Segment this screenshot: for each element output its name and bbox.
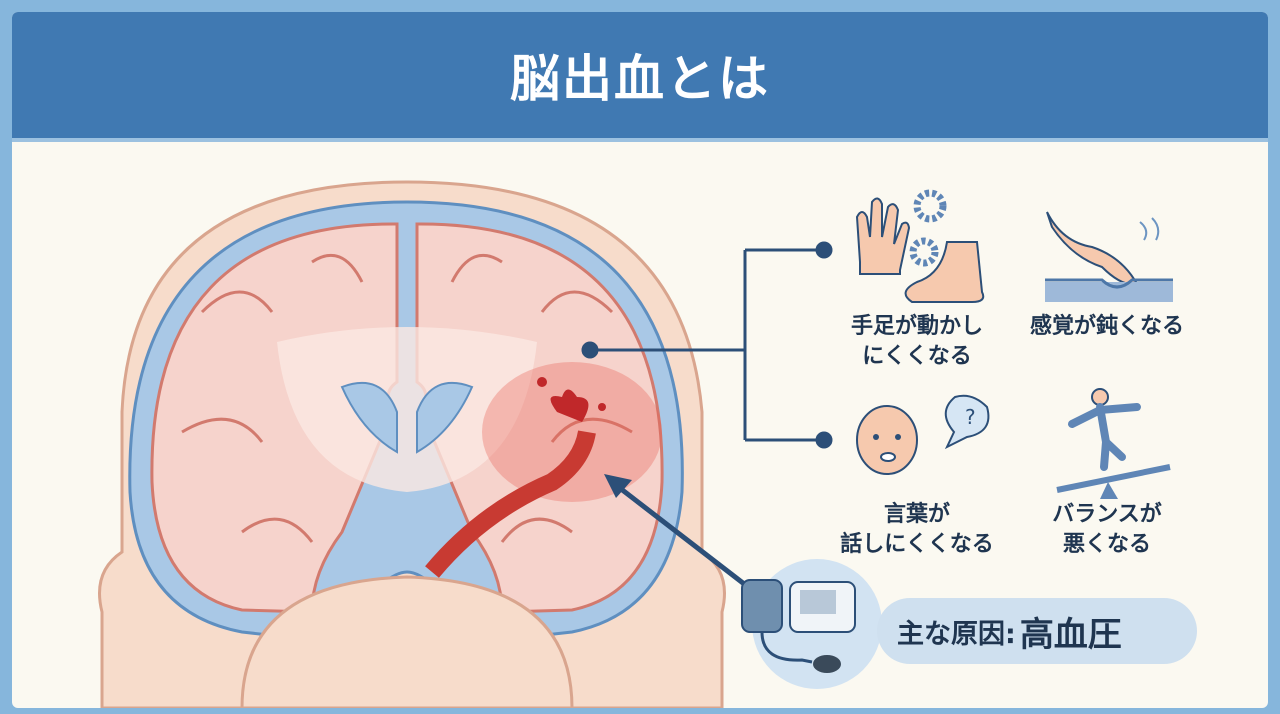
symptom-balance: バランスが 悪くなる [1032,500,1182,560]
symptom-speech-line2: 話しにくくなる [840,532,994,557]
cause-arrow [610,480,754,592]
symptom-motor: 手足が動かし にくくなる [832,312,1002,372]
cause-label: 主な原因: [897,618,1016,650]
cause-badge: 主な原因: 高血圧 [877,598,1197,664]
balance-seesaw-icon [1056,388,1171,499]
header-bar: 脳出血とは [12,12,1268,142]
symptom-balance-line1: バランスが [1052,502,1162,527]
page-title: 脳出血とは [510,50,770,108]
symptom-sensory-line1: 感覚が鈍くなる [1029,314,1184,339]
illustration: ? [98,180,1173,708]
symptom-sensory: 感覚が鈍くなる [1012,312,1202,342]
symptom-balance-line2: 悪くなる [1062,532,1151,557]
cause-value: 高血圧 [1019,614,1122,655]
symptom-motor-line1: 手足が動かし [850,314,983,339]
blood-pressure-monitor-icon [741,559,882,689]
symptom-speech-line1: 言葉が [883,502,950,527]
connector-lines [581,241,833,449]
symptom-speech: 言葉が 話しにくくなる [822,500,1012,560]
svg-text:?: ? [965,405,976,429]
infographic: 脳出血とは [12,12,1268,708]
hand-foot-gears-icon [855,189,985,303]
brain-cross-section [98,180,726,708]
symptom-motor-line2: にくくなる [862,344,972,369]
confused-face-icon: ? [856,394,990,475]
numb-hand-icon [1045,211,1173,302]
